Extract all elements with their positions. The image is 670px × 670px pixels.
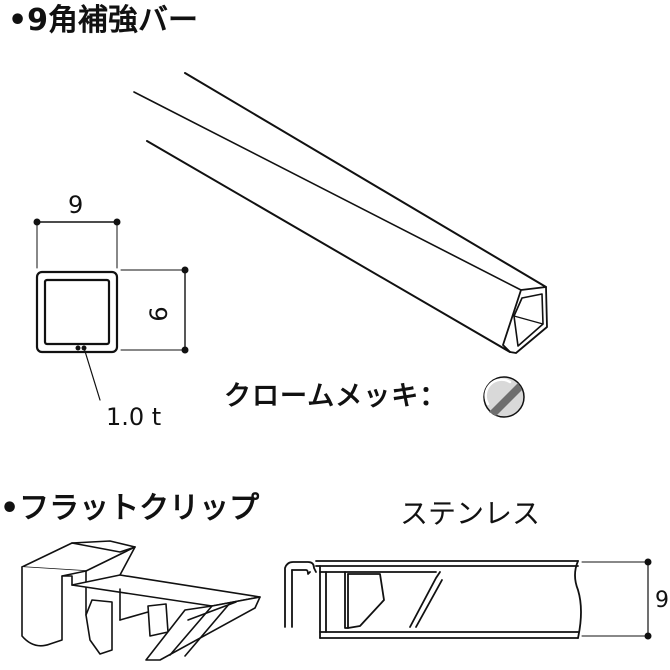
thickness-label: 1.0 t <box>106 403 162 431</box>
flat-clip-profile-drawing <box>284 560 649 639</box>
cross-section-drawing <box>35 221 186 401</box>
section-title-square-bar: •9角補強バー <box>8 3 199 38</box>
chrome-swatch <box>483 376 525 418</box>
flat-clip-perspective-drawing <box>21 540 261 661</box>
width-dimension-label: 9 <box>68 191 84 219</box>
section-title-flat-clip: •フラットクリップ <box>0 491 260 526</box>
square-bar-drawing <box>133 72 548 354</box>
dimension-dots <box>33 218 652 640</box>
clip-height-label: 9 <box>655 588 669 613</box>
stainless-label: ステンレス <box>400 497 541 530</box>
chrome-plating-label: クロームメッキ： <box>224 381 448 412</box>
